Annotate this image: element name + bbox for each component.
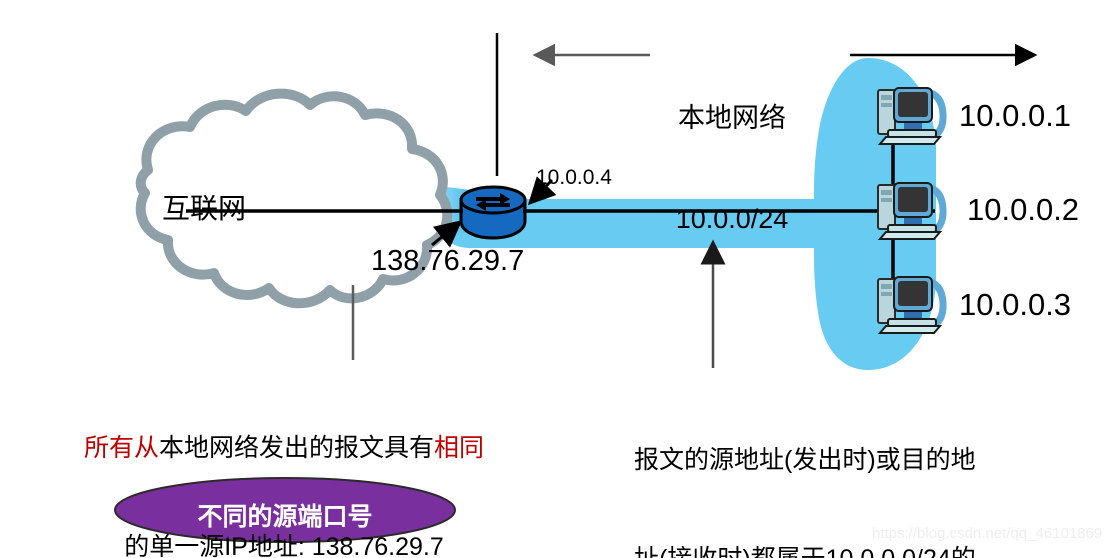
note-left-line1: 所有从本地网络发出的报文具有相同 (24, 432, 544, 465)
host-pc-2 (877, 182, 947, 240)
note-right-line1: 报文的源地址(发出时)或目的地 (634, 446, 976, 474)
note-left-plain-1: 本地网络发出的报文具有 (158, 434, 434, 462)
host-pc-1 (877, 87, 947, 145)
lan-ip-pointer (527, 176, 557, 206)
callout-oval (114, 477, 456, 543)
wan-ip-pointer (431, 220, 463, 248)
note-left: 所有从本地网络发出的报文具有相同 的单一源IP地址: 138.76.29.7 (24, 366, 544, 558)
watermark-text: https://blog.csdn.net/qq_46101869 (872, 525, 1103, 542)
note-right: 报文的源地址(发出时)或目的地 址(接收时)都属于10.0.0.0/24的 地址 (634, 378, 1084, 558)
local-network-title: 本地网络 10.0.0/24 (612, 34, 852, 304)
note-left-accent-1: 所有从 (83, 434, 159, 462)
host-ip-label-1: 10.0.0.1 (959, 98, 1072, 133)
internet-cloud (135, 88, 453, 309)
callout-label: 不同的源端口号 (197, 503, 373, 531)
local-network-title-line1: 本地网络 (678, 102, 786, 133)
router-icon (459, 185, 527, 240)
lan-blob (436, 58, 936, 370)
host-ip-label-2: 10.0.0.2 (967, 192, 1080, 227)
local-network-span (495, 33, 1038, 176)
host-pc-3 (877, 276, 947, 334)
host-ip-label-3: 10.0.0.3 (959, 287, 1072, 322)
note-right-line2: 址(接收时)都属于10.0.0.0/24的 (634, 543, 1084, 558)
note-left-line2: 的单一源IP地址: 138.76.29.7 (124, 533, 444, 558)
note-left-accent-2: 相同 (434, 434, 485, 462)
router-lan-ip-label: 10.0.0.4 (536, 166, 612, 189)
local-network-subnet: 10.0.0/24 (675, 203, 789, 234)
cloud-label: 互联网 (162, 193, 247, 224)
router-wan-ip-label: 138.76.29.7 (371, 245, 525, 277)
